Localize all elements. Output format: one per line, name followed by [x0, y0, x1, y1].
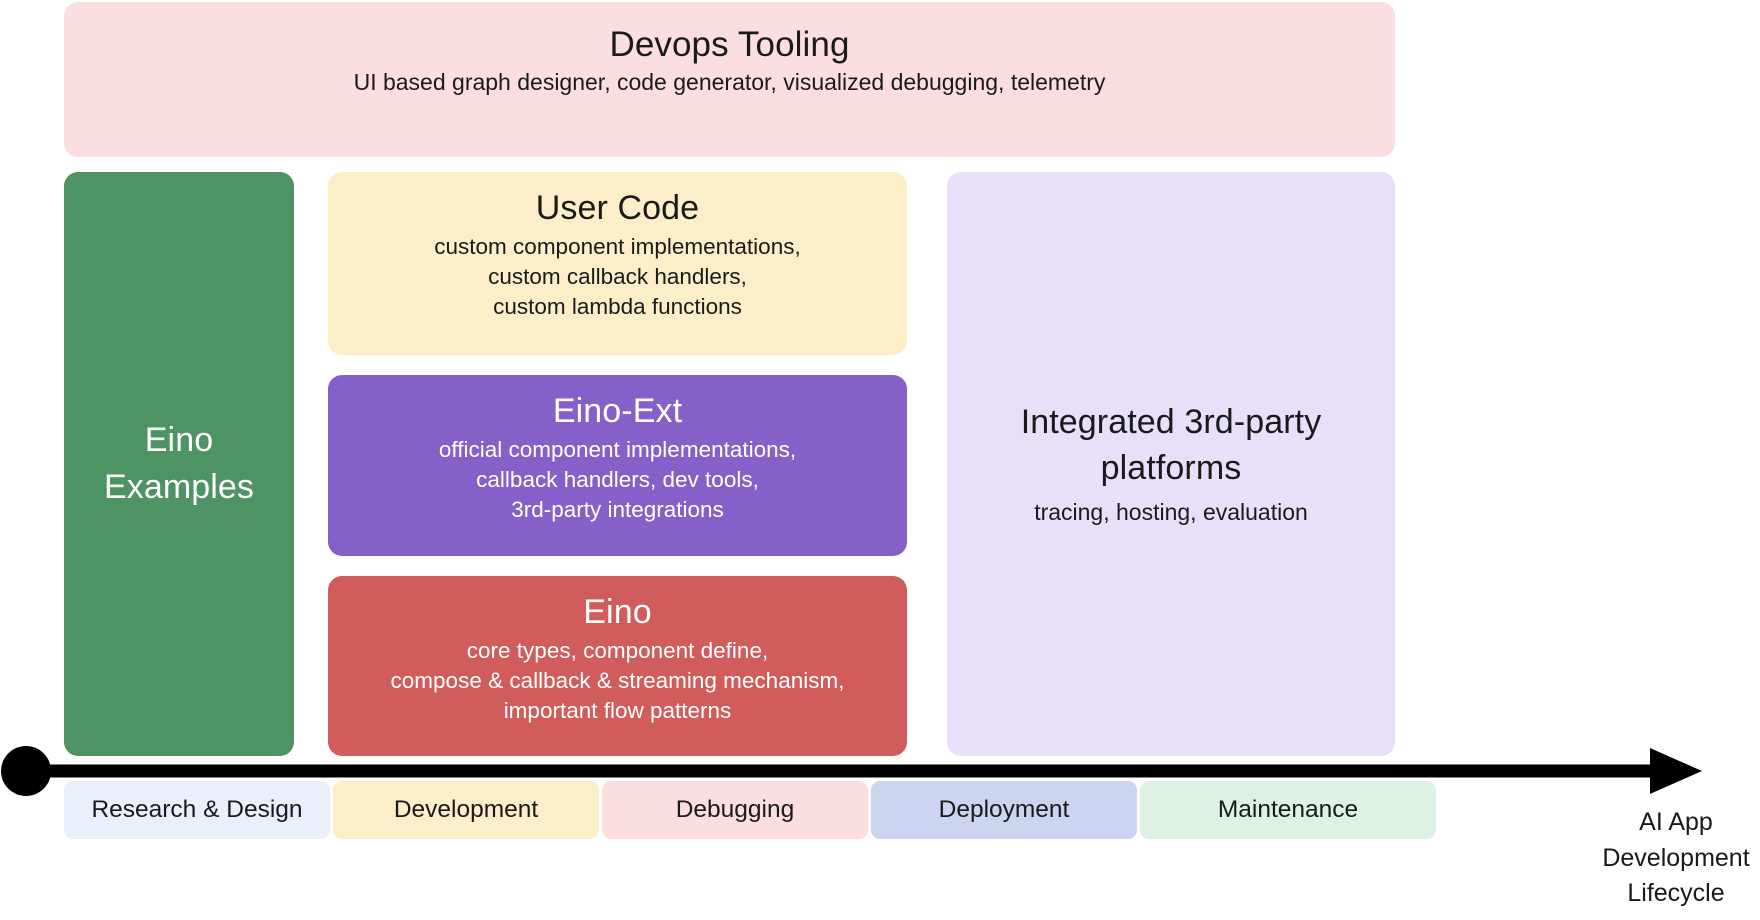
axis-caption: AI App Development Lifecycle — [1602, 808, 1750, 907]
lifecycle-stage-label: Debugging — [675, 796, 795, 823]
third-party-platforms-title: Integrated 3rd-party platforms — [1020, 403, 1322, 487]
eino-core-subtitle: core types, component define, compose & … — [390, 638, 845, 723]
eino-core-box: Eino core types, component define, compo… — [328, 576, 907, 756]
user-code-box: User Code custom component implementatio… — [328, 172, 907, 355]
user-code-title: User Code — [535, 189, 700, 227]
eino-core-title: Eino — [583, 593, 652, 631]
lifecycle-stage-maintenance[interactable]: Maintenance — [1140, 781, 1436, 839]
devops-tooling-subtitle: UI based graph designer, code generator,… — [353, 69, 1106, 96]
eino-ext-title: Eino-Ext — [552, 392, 683, 430]
eino-ext-box: Eino-Ext official component implementati… — [328, 375, 907, 556]
lifecycle-stage-development[interactable]: Development — [333, 781, 599, 839]
lifecycle-stage-label: Deployment — [938, 796, 1070, 823]
lifecycle-stage-research-design[interactable]: Research & Design — [64, 781, 330, 839]
eino-ext-subtitle: official component implementations, call… — [438, 437, 797, 522]
lifecycle-stage-label: Research & Design — [91, 796, 303, 823]
lifecycle-stage-debugging[interactable]: Debugging — [602, 781, 868, 839]
user-code-subtitle: custom component implementations, custom… — [434, 234, 801, 319]
lifecycle-stage-deployment[interactable]: Deployment — [871, 781, 1137, 839]
third-party-platforms-subtitle: tracing, hosting, evaluation — [1034, 499, 1308, 526]
lifecycle-stage-label: Maintenance — [1217, 796, 1359, 823]
arrowhead-icon — [1650, 748, 1702, 794]
timeline-origin-dot — [1, 746, 51, 796]
lifecycle-stage-list: Research & Design Development Debugging … — [64, 781, 1436, 839]
devops-tooling-title: Devops Tooling — [609, 25, 850, 64]
devops-tooling-banner: Devops Tooling UI based graph designer, … — [64, 2, 1395, 157]
lifecycle-stage-label: Development — [393, 796, 539, 823]
eino-examples-title: Eino Examples — [103, 421, 255, 506]
eino-examples-box: Eino Examples — [64, 172, 294, 756]
third-party-platforms-box: Integrated 3rd-party platforms tracing, … — [947, 172, 1395, 756]
